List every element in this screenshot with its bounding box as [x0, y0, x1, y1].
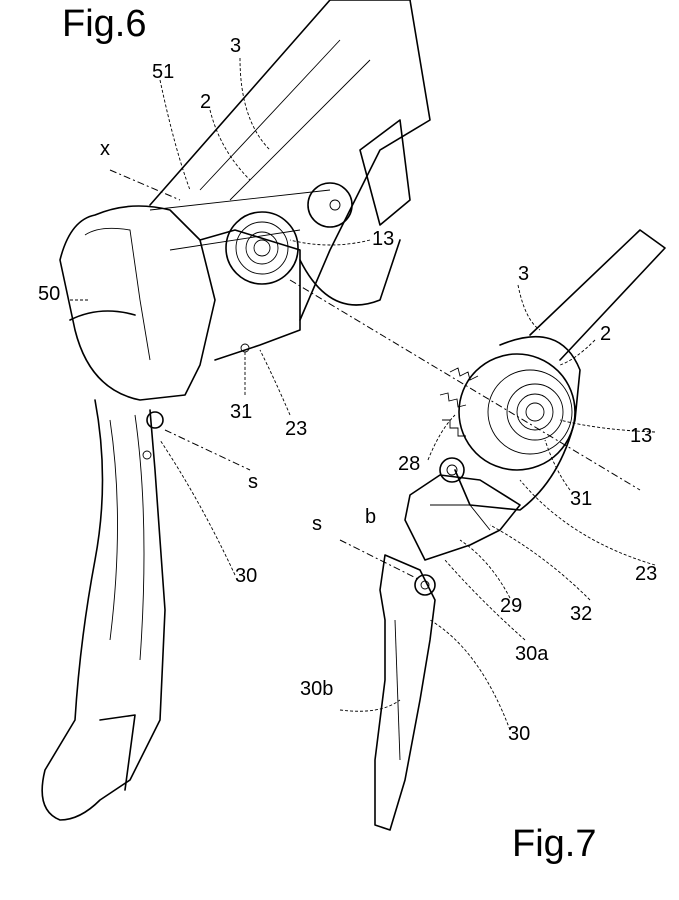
label-23: 23	[285, 418, 307, 440]
label-28: 28	[398, 453, 420, 475]
axis-s-fig7	[339, 539, 421, 581]
label-s: s	[248, 471, 258, 493]
label-23: 23	[635, 563, 657, 585]
axis-spool-line	[289, 279, 641, 491]
label-30: 30	[508, 723, 530, 745]
label-29: 29	[500, 595, 522, 617]
label-31: 31	[230, 401, 252, 423]
label-3: 3	[518, 263, 529, 285]
label-3: 3	[230, 35, 241, 57]
label-13: 13	[372, 228, 394, 250]
label-51: 51	[152, 61, 174, 83]
label-s: s	[312, 513, 322, 535]
label-b: b	[365, 506, 376, 528]
label-32: 32	[570, 603, 592, 625]
fig6-lever-assembly	[41, 0, 431, 821]
axis-s-fig6	[164, 429, 251, 471]
label-30: 30	[235, 565, 257, 587]
label-13: 13	[630, 425, 652, 447]
label-2: 2	[200, 91, 211, 113]
axis-x-line	[109, 169, 181, 201]
label-x: x	[100, 138, 110, 160]
fig7-title: Fig.7	[512, 823, 596, 865]
label-30b: 30b	[300, 678, 333, 700]
label-31: 31	[570, 488, 592, 510]
leader-lines	[70, 57, 656, 731]
label-2: 2	[600, 323, 611, 345]
fig7-mechanism	[374, 229, 666, 831]
label-50: 50	[38, 283, 60, 305]
fig6-title: Fig.6	[62, 3, 146, 45]
label-30a: 30a	[515, 643, 549, 665]
